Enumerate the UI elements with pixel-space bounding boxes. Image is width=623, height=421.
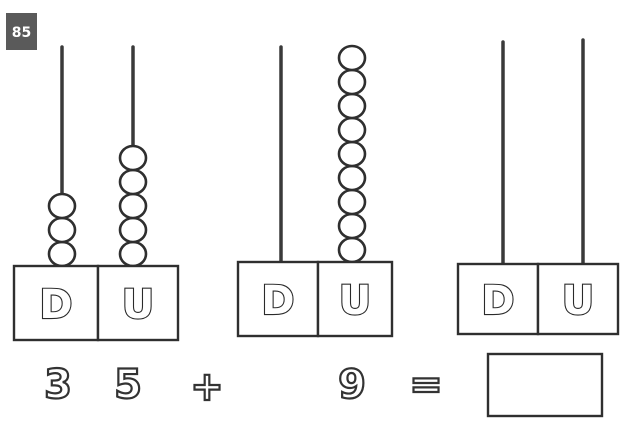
equation: 3 5 + 9 = bbox=[44, 354, 602, 416]
abacus-1-tens-bead bbox=[49, 218, 75, 242]
abacus-1-tens-label: D bbox=[39, 282, 72, 328]
abacus-1-units-bead bbox=[120, 194, 146, 218]
abacus-2-units-bead bbox=[339, 46, 365, 70]
abacus-2-units-bead bbox=[339, 214, 365, 238]
abacus-2-units-bead bbox=[339, 238, 365, 262]
abacus-1-units-bead bbox=[120, 242, 146, 266]
abacus-3: D U bbox=[458, 40, 618, 334]
abacus-1-tens-beads bbox=[49, 194, 75, 266]
exercise-number: 85 bbox=[12, 25, 31, 41]
abacus-1-units-label: U bbox=[122, 282, 154, 328]
abacus-2: D U bbox=[238, 46, 392, 336]
equals-sign: = bbox=[409, 362, 443, 408]
abacus-1-units-bead bbox=[120, 170, 146, 194]
abacus-2-units-bead bbox=[339, 118, 365, 142]
abacus-3-tens-label: D bbox=[481, 278, 514, 324]
abacus-1-tens-bead bbox=[49, 194, 75, 218]
plus-sign: + bbox=[190, 364, 224, 410]
abacus-1-tens-bead bbox=[49, 242, 75, 266]
equation-first-units-digit: 5 bbox=[114, 362, 142, 408]
answer-box[interactable] bbox=[488, 354, 602, 416]
abacus-2-units-bead bbox=[339, 70, 365, 94]
abacus-2-units-bead bbox=[339, 190, 365, 214]
abacus-1-units-bead bbox=[120, 146, 146, 170]
abacus-1: D U bbox=[14, 47, 178, 340]
abacus-2-units-label: U bbox=[339, 278, 371, 324]
abacus-2-units-bead bbox=[339, 166, 365, 190]
exercise-number-badge: 85 bbox=[6, 13, 37, 50]
abacus-2-units-beads bbox=[339, 46, 365, 262]
equation-first-tens-digit: 3 bbox=[44, 362, 72, 408]
equation-second-number: 9 bbox=[338, 362, 366, 408]
abacus-2-units-bead bbox=[339, 142, 365, 166]
abacus-1-units-beads bbox=[120, 146, 146, 266]
abacus-2-units-bead bbox=[339, 94, 365, 118]
abacus-2-tens-label: D bbox=[261, 278, 294, 324]
abacus-1-units-bead bbox=[120, 218, 146, 242]
abacus-3-units-label: U bbox=[562, 278, 594, 324]
